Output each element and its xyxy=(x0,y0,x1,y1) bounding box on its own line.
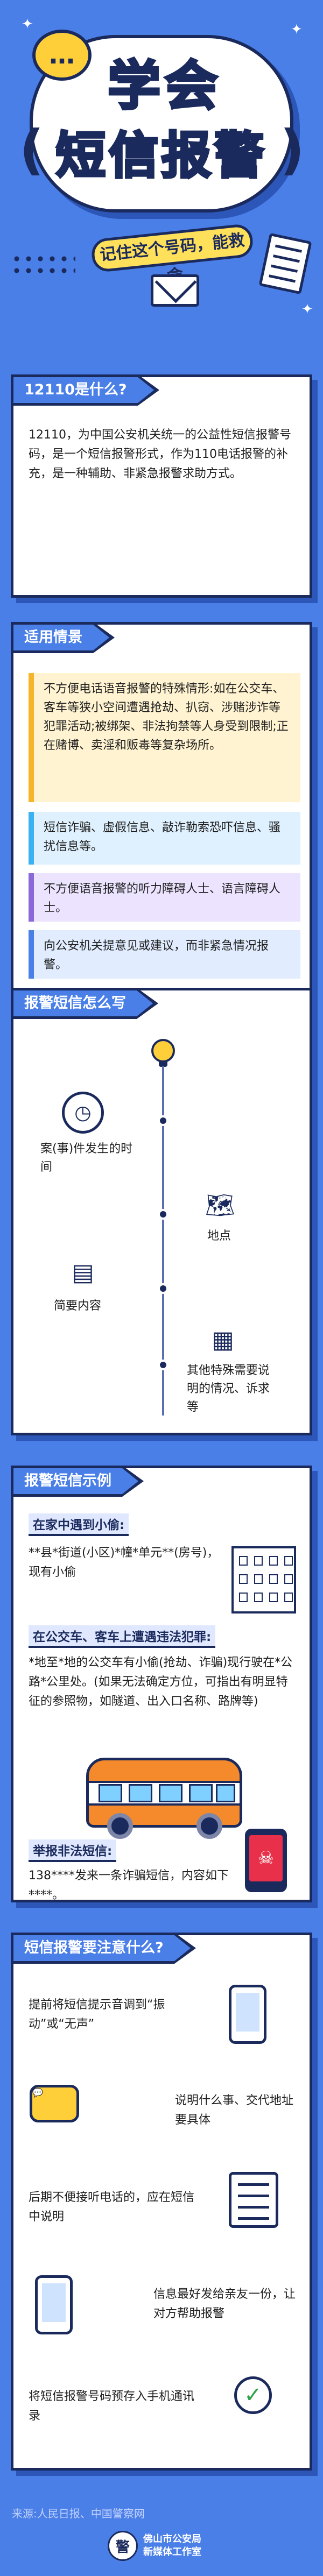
scenario-item: 不方便语音报警的听力障碍人士、语言障碍人士。 xyxy=(29,873,300,922)
scenario-item: 向公安机关提意见或建议，而非紧急情况报警。 xyxy=(29,930,300,979)
section-title: 短信报警要注意什么? xyxy=(13,1935,174,1961)
section-header: 报警短信怎么写 xyxy=(11,988,158,1019)
right-paren-decoration: ) xyxy=(280,118,305,181)
write-step-time: 案(事)件发生的时间 xyxy=(40,1142,133,1174)
write-step-content: 简要内容 xyxy=(54,1299,102,1313)
notes-icon: ▤ xyxy=(72,1258,94,1286)
org-name: 佛山市公安局 新媒体工作室 xyxy=(143,2533,201,2559)
timeline-line xyxy=(162,1066,164,1416)
section-scenarios: 适用情景 不方便电话语音报警的特殊情形:如在公交车、客车等狭小空间遭遇抢劫、扒窃… xyxy=(11,622,312,1001)
building-icon xyxy=(231,1546,296,1613)
bus-illustration xyxy=(86,1758,242,1839)
note-item-silent: 提前将短信提示音调到“振动”或“无声” xyxy=(29,1998,165,2031)
header-arrow-decoration xyxy=(137,990,153,1016)
header-arrow-decoration xyxy=(137,377,154,403)
section-title: 12110是什么? xyxy=(13,377,138,403)
sparkle-icon: ✦ xyxy=(22,16,33,32)
sparkle-icon: ✦ xyxy=(301,301,313,317)
check-glyph: ✓ xyxy=(234,2376,272,2414)
example-title-sms: 举报非法短信: xyxy=(29,1839,117,1862)
note-item-save-number: 将短信报警号码预存入手机通讯录 xyxy=(29,2390,195,2423)
example-body-bus: *地至*地的公交车有小偷(抢劫、诈骗)现行驶在*公路*公里处。(如果无法确定方位… xyxy=(29,1656,293,1708)
scenario-item: 不方便电话语音报警的特殊情形:如在公交车、客车等狭小空间遭遇抢劫、扒窃、涉赌涉诈… xyxy=(29,673,300,802)
title-line-1: 学会 xyxy=(107,54,222,118)
section-header: 适用情景 xyxy=(11,622,115,653)
header-arrow-decoration xyxy=(174,1935,191,1961)
envelope-icon xyxy=(151,274,199,307)
header-arrow-decoration xyxy=(93,625,109,650)
org-name-line-2: 新媒体工作室 xyxy=(143,2546,201,2558)
timeline-dot xyxy=(158,1283,168,1294)
write-step-other: 其他特殊需要说明的情况、诉求等 xyxy=(187,1364,270,1414)
org-logo: 警 佛山市公安局 新媒体工作室 xyxy=(108,2529,226,2563)
example-title-bus: 在公交车、客车上遭遇违法犯罪: xyxy=(29,1625,216,1648)
section-header: 报警短信示例 xyxy=(11,1466,144,1497)
phone-vibrate-icon xyxy=(229,1985,266,2044)
note-item-no-call: 后期不便接听电话的，应在短信中说明 xyxy=(29,2191,195,2224)
note-item-detail: 说明什么事、交代地址要具体 xyxy=(175,2094,294,2127)
chat-bubble-icon xyxy=(30,2085,79,2122)
example-body-home: **县*街道(小区)*幢*单元**(房号)，现有小偷 xyxy=(29,1546,219,1579)
section-title: 报警短信怎么写 xyxy=(13,990,137,1016)
title-line-2: 短信报警 xyxy=(54,126,267,186)
write-step-place: 地点 xyxy=(207,1229,231,1243)
example-body-sms: 138****发来一条诈骗短信，内容如下****。 xyxy=(29,1869,229,1902)
left-paren-decoration: ( xyxy=(19,118,44,181)
clock-icon: ◷ xyxy=(62,1092,104,1134)
hero-banner: ✦ ✦ ✦ … 学会 ( 短信报警 ) 记住这个号码，能救命 xyxy=(0,0,323,344)
org-name-line-1: 佛山市公安局 xyxy=(143,2533,201,2545)
phone-hand-icon xyxy=(35,2275,73,2334)
section-body: 12110，为中国公安机关统一的公益性短信报警号码，是一个短信报警形式，作为11… xyxy=(29,428,291,480)
dot-pattern-decoration xyxy=(11,253,75,274)
section-title: 适用情景 xyxy=(13,625,93,650)
header-arrow-decoration xyxy=(122,1468,138,1494)
section-notes: 短信报警要注意什么? 提前将短信提示音调到“振动”或“无声” 说明什么事、交代地… xyxy=(11,1933,312,2471)
section-title: 报警短信示例 xyxy=(13,1468,122,1494)
sparkle-icon: ✦ xyxy=(291,22,303,38)
lightbulb-icon xyxy=(151,1039,175,1067)
police-emblem-icon: 警 xyxy=(108,2531,138,2561)
timeline-dot xyxy=(158,1209,168,1220)
document-icon xyxy=(258,232,312,295)
timeline-dot xyxy=(158,1115,168,1126)
section-what-is-12110: 12110是什么? 12110，为中国公安机关统一的公益性短信报警号码，是一个短… xyxy=(11,374,312,598)
checkmark-icon: ✓ xyxy=(234,2376,272,2414)
note-item-forward: 信息最好发给亲友一份，让对方帮助报警 xyxy=(153,2288,296,2320)
skull-icon: ☠ xyxy=(249,1835,283,1881)
section-header: 12110是什么? xyxy=(11,374,159,406)
example-title-home: 在家中遇到小偷: xyxy=(29,1513,129,1536)
section-examples: 报警短信示例 在家中遇到小偷: **县*街道(小区)*幢*单元**(房号)，现有… xyxy=(11,1466,312,1902)
section-header: 短信报警要注意什么? xyxy=(11,1933,196,1964)
source-credit: 来源:人民日报、中国警察网 xyxy=(12,2507,145,2520)
grid-icon: ▦ xyxy=(212,1326,234,1354)
section-how-to-write: 报警短信怎么写 ◷ 案(事)件发生的时间 🗺 地点 ▤ 简要内容 ▦ 其他特殊需… xyxy=(11,988,312,1435)
dots-bubble-icon: … xyxy=(32,30,92,81)
scenario-item: 短信诈骗、虚假信息、敲诈勒索恐吓信息、骚扰信息等。 xyxy=(29,812,300,865)
map-icon: 🗺 xyxy=(205,1192,235,1219)
timeline-dot xyxy=(158,1360,168,1370)
phone-alert-icon: ☠ xyxy=(245,1829,287,1892)
notepad-icon xyxy=(229,2172,278,2228)
